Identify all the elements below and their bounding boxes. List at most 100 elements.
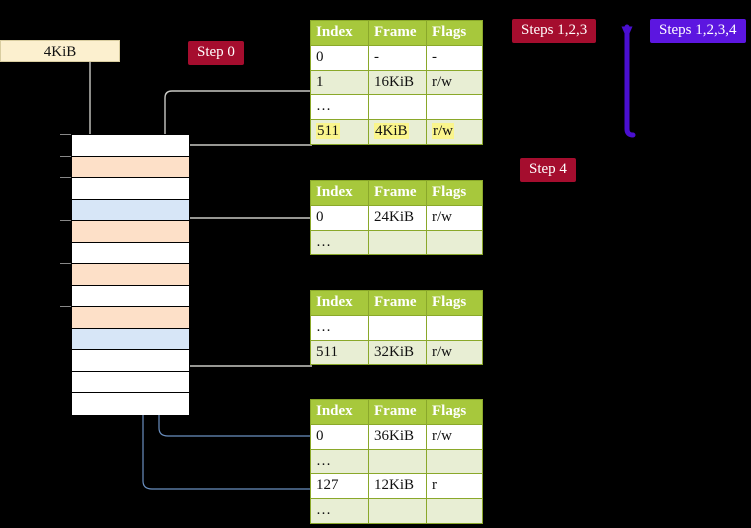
wire-t3-32kib	[178, 302, 312, 367]
steps-bracket-arrow	[621, 24, 636, 138]
cell-frame: -	[368, 44, 427, 71]
cell-frame: 24KiB	[368, 204, 427, 231]
column-header-index: Index	[310, 20, 369, 46]
memory-frame-row	[72, 371, 189, 393]
table-row[interactable]: 0 36KiB r/w	[310, 423, 483, 450]
column-header-index: Index	[310, 399, 369, 425]
cell-index: …	[310, 229, 369, 256]
memory-frame-row	[72, 242, 189, 264]
memory-frame-row	[72, 156, 189, 178]
cell-index: …	[310, 498, 369, 524]
table-header-row: Index Frame Flags	[310, 20, 483, 46]
cell-flags	[426, 448, 483, 475]
table-row[interactable]: …	[310, 498, 483, 524]
cell-frame: 32KiB	[368, 339, 427, 366]
level-2-table: Index Frame Flags … 511 32KiB r/w	[310, 290, 483, 366]
step0-badge: Step 0	[188, 41, 244, 65]
cell-flags-text: r/w	[432, 123, 454, 139]
cell-index: 511	[310, 119, 369, 145]
cell-frame	[368, 448, 427, 475]
step0-badge-text: Step 0	[197, 44, 235, 60]
cell-frame: 36KiB	[368, 423, 427, 450]
steps1234-badge: Steps 1,2,3,4	[650, 19, 746, 43]
column-header-frame: Frame	[368, 399, 427, 425]
memory-frame-row	[72, 178, 189, 200]
cell-flags	[426, 229, 483, 256]
frame-tick	[60, 156, 71, 157]
step4-badge: Step 4	[520, 158, 576, 182]
steps123-badge: Steps 1,2,3	[512, 19, 597, 43]
cell-index: …	[310, 94, 369, 120]
memory-frame-row	[72, 328, 189, 350]
cell-flags: r	[426, 473, 483, 499]
frame-tick	[60, 134, 71, 135]
column-header-frame: Frame	[368, 290, 427, 316]
frame-tick	[60, 263, 71, 264]
cell-flags	[426, 498, 483, 524]
cell-flags	[426, 94, 483, 120]
level-3-table: Index Frame Flags 0 24KiB r/w …	[310, 180, 483, 256]
cell-flags: r/w	[426, 339, 483, 366]
size-label-box: 4KiB	[0, 40, 120, 62]
memory-frame-row	[72, 221, 189, 243]
cell-index: …	[310, 314, 369, 341]
cell-index: 127	[310, 473, 369, 499]
table-row[interactable]: 127 12KiB r	[310, 473, 483, 499]
cell-index: 0	[310, 423, 369, 450]
cell-flags	[426, 314, 483, 341]
cell-flags: r/w	[426, 423, 483, 450]
cell-flags: -	[426, 44, 483, 71]
table-row[interactable]: 511 32KiB r/w	[310, 339, 483, 366]
column-header-index: Index	[310, 290, 369, 316]
column-header-index: Index	[310, 180, 369, 206]
memory-frame-row	[72, 307, 189, 329]
level-1-table: Index Frame Flags 0 36KiB r/w … 127 12Ki…	[310, 399, 483, 524]
physical-memory-frames	[71, 134, 190, 415]
table-row[interactable]: 1 16KiB r/w	[310, 69, 483, 96]
table-row[interactable]: …	[310, 448, 483, 475]
cell-flags: r/w	[426, 69, 483, 96]
table-header-row: Index Frame Flags	[310, 290, 483, 316]
level-4-table: Index Frame Flags 0 - - 1 16KiB r/w … 51…	[310, 20, 483, 145]
cell-frame: 4KiB	[368, 119, 427, 145]
cell-index: 511	[310, 339, 369, 366]
column-header-frame: Frame	[368, 20, 427, 46]
frame-tick	[60, 177, 71, 178]
table-header-row: Index Frame Flags	[310, 399, 483, 425]
cell-frame-text: 4KiB	[374, 123, 409, 139]
column-header-flags: Flags	[426, 290, 483, 316]
table-row[interactable]: …	[310, 229, 483, 256]
cell-flags: r/w	[426, 204, 483, 231]
column-header-frame: Frame	[368, 180, 427, 206]
cell-frame	[368, 94, 427, 120]
table-row[interactable]: 0 24KiB r/w	[310, 204, 483, 231]
cell-frame: 12KiB	[368, 473, 427, 499]
table-row[interactable]: …	[310, 94, 483, 120]
table-row[interactable]: …	[310, 314, 483, 341]
cell-index: 1	[310, 69, 369, 96]
step4-badge-text: Step 4	[529, 161, 567, 177]
memory-frame-row	[72, 285, 189, 307]
cell-index-text: 511	[316, 123, 340, 139]
cell-frame	[368, 498, 427, 524]
frame-tick	[60, 306, 71, 307]
cell-index: …	[310, 448, 369, 475]
steps1234-badge-text: Steps 1,2,3,4	[659, 22, 737, 38]
table-row-highlighted[interactable]: 511 4KiB r/w	[310, 119, 483, 145]
table-row[interactable]: 0 - -	[310, 44, 483, 71]
steps123-badge-text: Steps 1,2,3	[521, 22, 588, 38]
cell-flags: r/w	[426, 119, 483, 145]
cell-index: 0	[310, 204, 369, 231]
cell-frame	[368, 314, 427, 341]
column-header-flags: Flags	[426, 399, 483, 425]
column-header-flags: Flags	[426, 180, 483, 206]
column-header-flags: Flags	[426, 20, 483, 46]
memory-frame-row	[72, 393, 189, 415]
size-label-text: 4KiB	[43, 44, 77, 60]
cell-index: 0	[310, 44, 369, 71]
wire-t1-4kib	[178, 144, 312, 221]
wire-t2-24kib	[178, 217, 312, 287]
memory-frame-row	[72, 199, 189, 221]
cell-frame	[368, 229, 427, 256]
